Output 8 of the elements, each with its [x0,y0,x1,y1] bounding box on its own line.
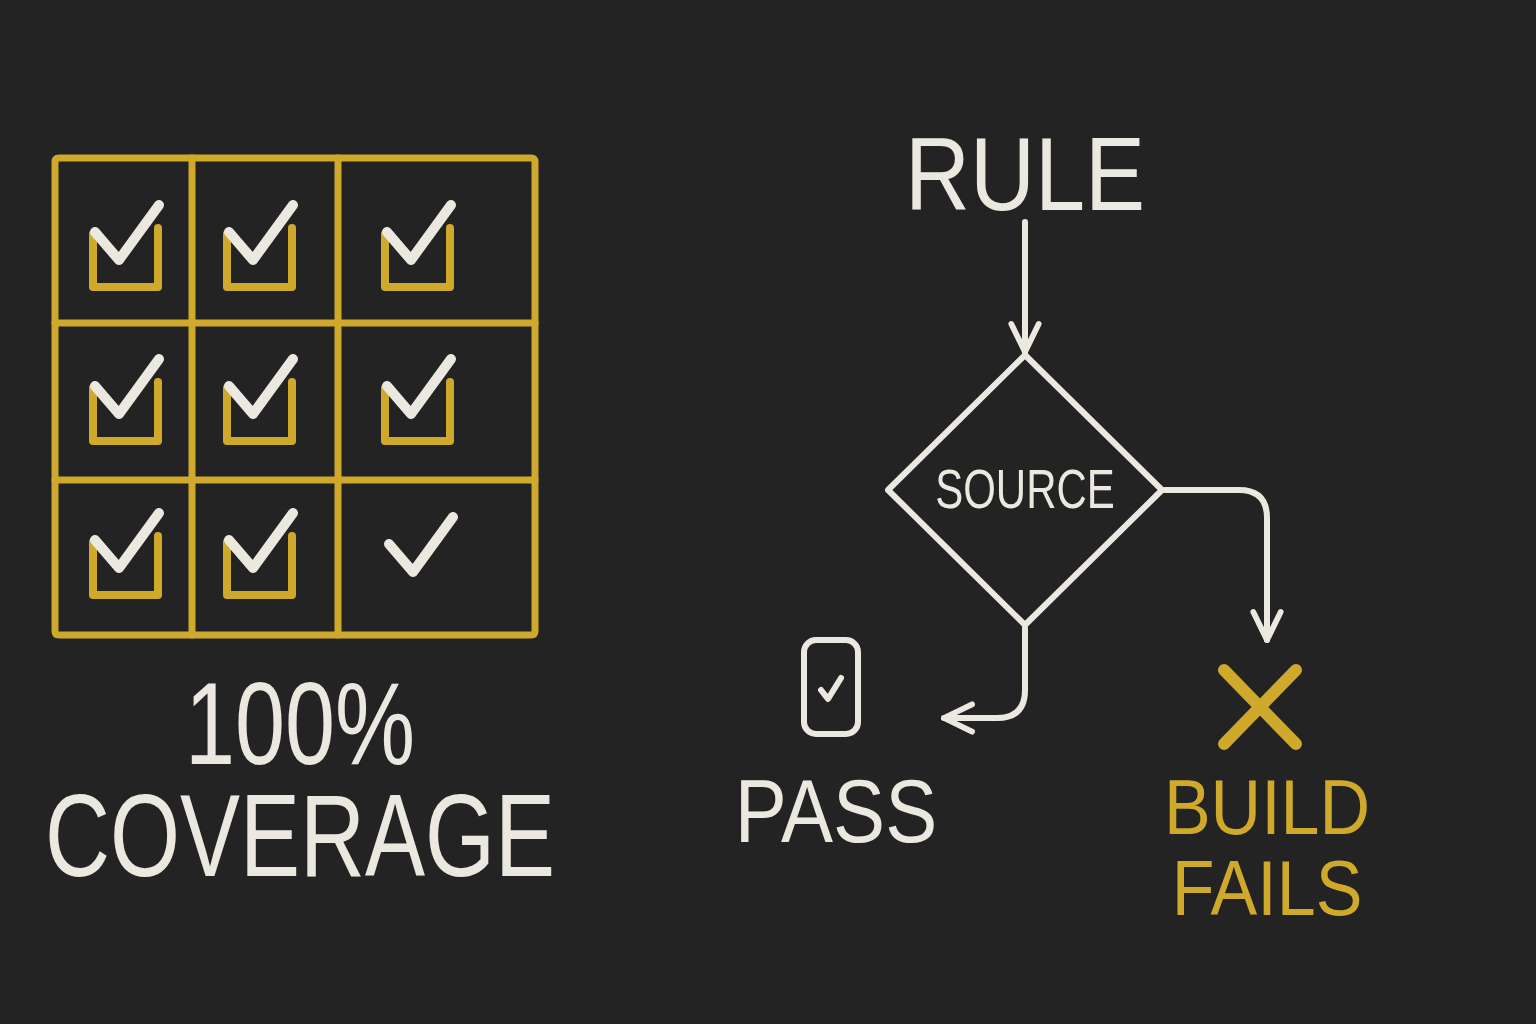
coverage-label: 100% COVERAGE [44,668,556,892]
result-label: BUILD FAILS [1163,766,1371,930]
arrow [1008,219,1042,355]
start-label: RULE [904,118,1146,230]
decision-label: SOURCE [935,462,1115,518]
arrow [941,625,1028,735]
result-label: PASS [734,766,938,856]
arrow [1162,487,1284,643]
